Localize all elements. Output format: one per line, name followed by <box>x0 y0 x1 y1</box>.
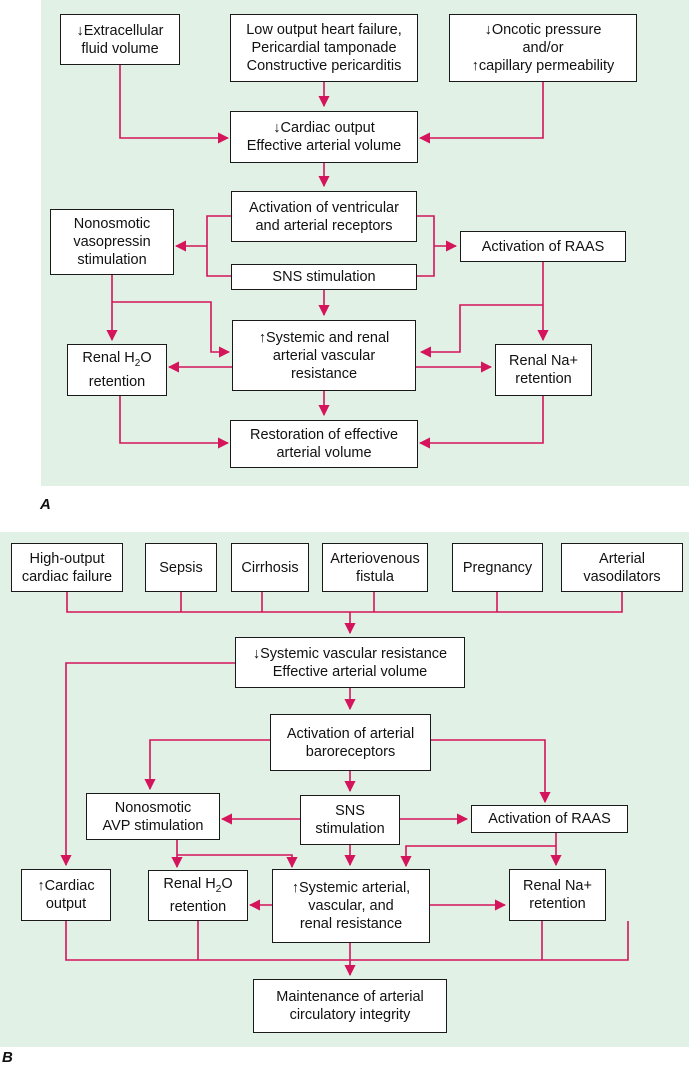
sns-stimulation-box-b: SNS stimulation <box>300 795 400 845</box>
systemic-arterial-renal-resistance-box: ↑Systemic arterial, vascular, and renal … <box>272 869 430 943</box>
systemic-vascular-resistance-box: ↓Systemic vascular resistance Effective … <box>235 637 465 688</box>
activation-baroreceptors-box: Activation of arterial baroreceptors <box>270 714 431 771</box>
pregnancy-box: Pregnancy <box>452 543 543 592</box>
renal-na-retention-box: Renal Na+ retention <box>495 344 592 396</box>
activation-raas-box: Activation of RAAS <box>460 231 626 262</box>
activation-receptors-box: Activation of ventricular and arterial r… <box>231 191 417 242</box>
cardiac-output-increase-box: ↑Cardiac output <box>21 869 111 921</box>
sns-stimulation-box: SNS stimulation <box>231 264 417 290</box>
nonosmotic-vasopressin-box: Nonosmotic vasopressin stimulation <box>50 209 174 275</box>
cardiac-output-box: ↓Cardiac output Effective arterial volum… <box>230 111 418 163</box>
restoration-arterial-volume-box: Restoration of effective arterial volume <box>230 420 418 468</box>
oncotic-pressure-box: ↓Oncotic pressure and/or ↑capillary perm… <box>449 14 637 82</box>
low-output-heart-failure-box: Low output heart failure, Pericardial ta… <box>230 14 418 82</box>
renal-h2o-retention-box: Renal H2O retention <box>67 344 167 396</box>
panel-a-label: A <box>40 496 51 513</box>
panel-b-label: B <box>2 1049 13 1066</box>
cirrhosis-box: Cirrhosis <box>231 543 309 592</box>
activation-raas-box-b: Activation of RAAS <box>471 805 628 833</box>
extracellular-fluid-volume-box: ↓Extracellular fluid volume <box>60 14 180 65</box>
renal-na-retention-box-b: Renal Na+ retention <box>509 869 606 921</box>
systemic-renal-resistance-box: ↑Systemic and renal arterial vascular re… <box>232 320 416 391</box>
renal-h2o-retention-box-b: Renal H2O retention <box>148 870 248 921</box>
high-output-cardiac-failure-box: High-output cardiac failure <box>11 543 123 592</box>
maintenance-circulatory-integrity-box: Maintenance of arterial circulatory inte… <box>253 979 447 1033</box>
arterial-vasodilators-box: Arterial vasodilators <box>561 543 683 592</box>
sepsis-box: Sepsis <box>145 543 217 592</box>
nonosmotic-avp-box: Nonosmotic AVP stimulation <box>86 793 220 840</box>
arteriovenous-fistula-box: Arteriovenous fistula <box>322 543 428 592</box>
